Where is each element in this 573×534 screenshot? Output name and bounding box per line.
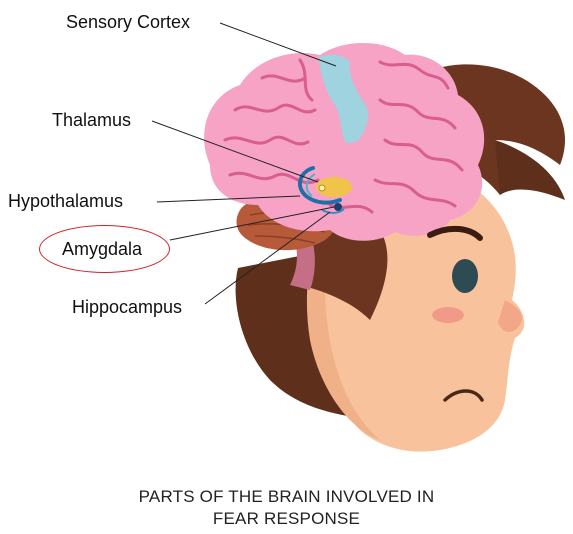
caption-line-2: FEAR RESPONSE [0,508,573,530]
label-amygdala: Amygdala [62,239,142,259]
label-hippocampus: Hippocampus [72,297,182,317]
figure-caption: PARTS OF THE BRAIN INVOLVED IN FEAR RESP… [0,486,573,530]
label-thalamus: Thalamus [52,110,131,130]
label-sensory-cortex: Sensory Cortex [66,12,190,32]
eye [452,259,478,293]
thalamus-dot [319,185,325,191]
cheek [432,307,464,323]
caption-line-1: PARTS OF THE BRAIN INVOLVED IN [0,486,573,508]
label-hypothalamus: Hypothalamus [8,191,123,211]
amygdala [334,203,342,211]
